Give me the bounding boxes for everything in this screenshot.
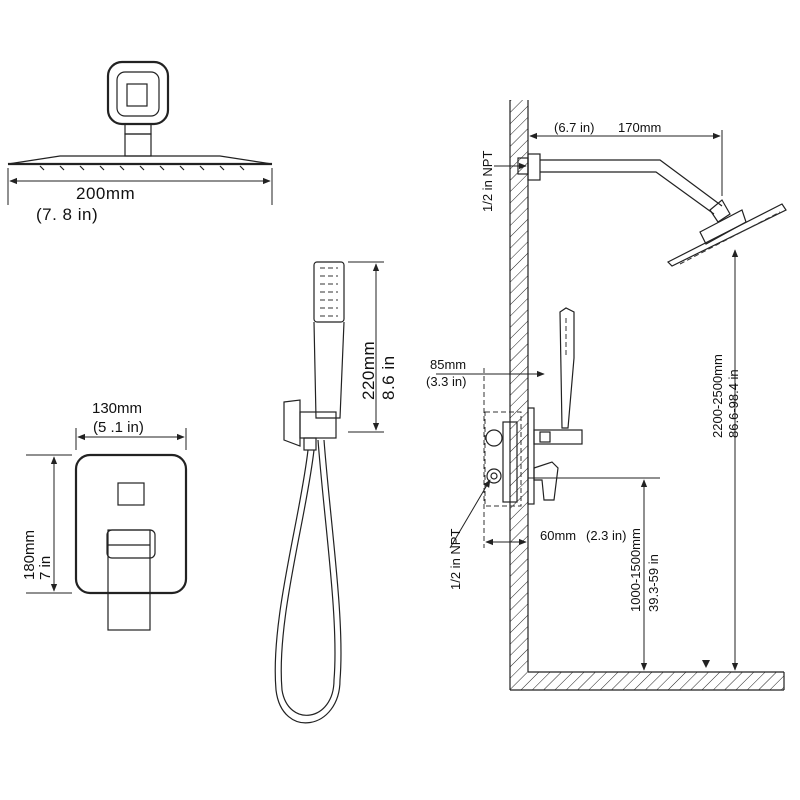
tilted-rain-head — [666, 203, 787, 267]
arm-flange — [527, 153, 541, 181]
valve-height-floor-in: 39.3-59 in — [646, 554, 661, 612]
shower-arm — [540, 159, 723, 207]
shower-hose — [274, 439, 342, 724]
valve-width-in: (5 .1 in) — [93, 419, 144, 436]
hand-shower-length-mm: 220mm — [359, 341, 378, 400]
valve-height-mm: 180mm — [21, 530, 38, 580]
head-height-mm: 2200-2500mm — [710, 354, 725, 438]
valve-trim-plate-view: 130mm (5 .1 in) 180mm 7 in — [21, 400, 188, 631]
spray-nozzles — [320, 267, 338, 317]
hand-shower-holder — [299, 411, 337, 439]
valve-depth-mm: 85mm — [430, 357, 466, 372]
side-hand-shower — [559, 307, 575, 429]
arm-thread-label: 1/2 in NPT — [480, 151, 495, 212]
valve-height-floor-mm: 1000-1500mm — [628, 528, 643, 612]
valve-recess-in: (2.3 in) — [586, 528, 626, 543]
valve-thread-label: 1/2 in NPT — [448, 529, 463, 590]
arm-length-in: (6.7 in) — [554, 120, 594, 135]
head-width-in: (7. 8 in) — [36, 205, 98, 224]
installation-side-view: (6.7 in) 170mm 1/2 in NPT 2200-2500mm 86… — [426, 100, 787, 691]
valve-handle — [107, 529, 151, 631]
hand-shower-length-in: 8.6 in — [379, 355, 398, 400]
side-valve-lever — [533, 461, 559, 501]
nozzle-row — [39, 165, 245, 171]
head-height-in: 86.6-98.4 in — [726, 369, 741, 438]
arm-length-mm: 170mm — [618, 120, 661, 135]
valve-depth-in: (3.3 in) — [426, 374, 466, 389]
valve-height-in: 7 in — [37, 556, 54, 580]
valve-recess-mm: 60mm — [540, 528, 576, 543]
valve-width-mm: 130mm — [92, 400, 142, 417]
diverter-button — [117, 482, 145, 506]
hand-shower-view: 220mm 8.6 in — [274, 261, 398, 724]
rain-shower-head-view: 200mm (7. 8 in) — [7, 60, 273, 224]
head-width-mm: 200mm — [76, 184, 135, 203]
trim-plate — [74, 453, 188, 595]
valve-body — [484, 411, 522, 507]
